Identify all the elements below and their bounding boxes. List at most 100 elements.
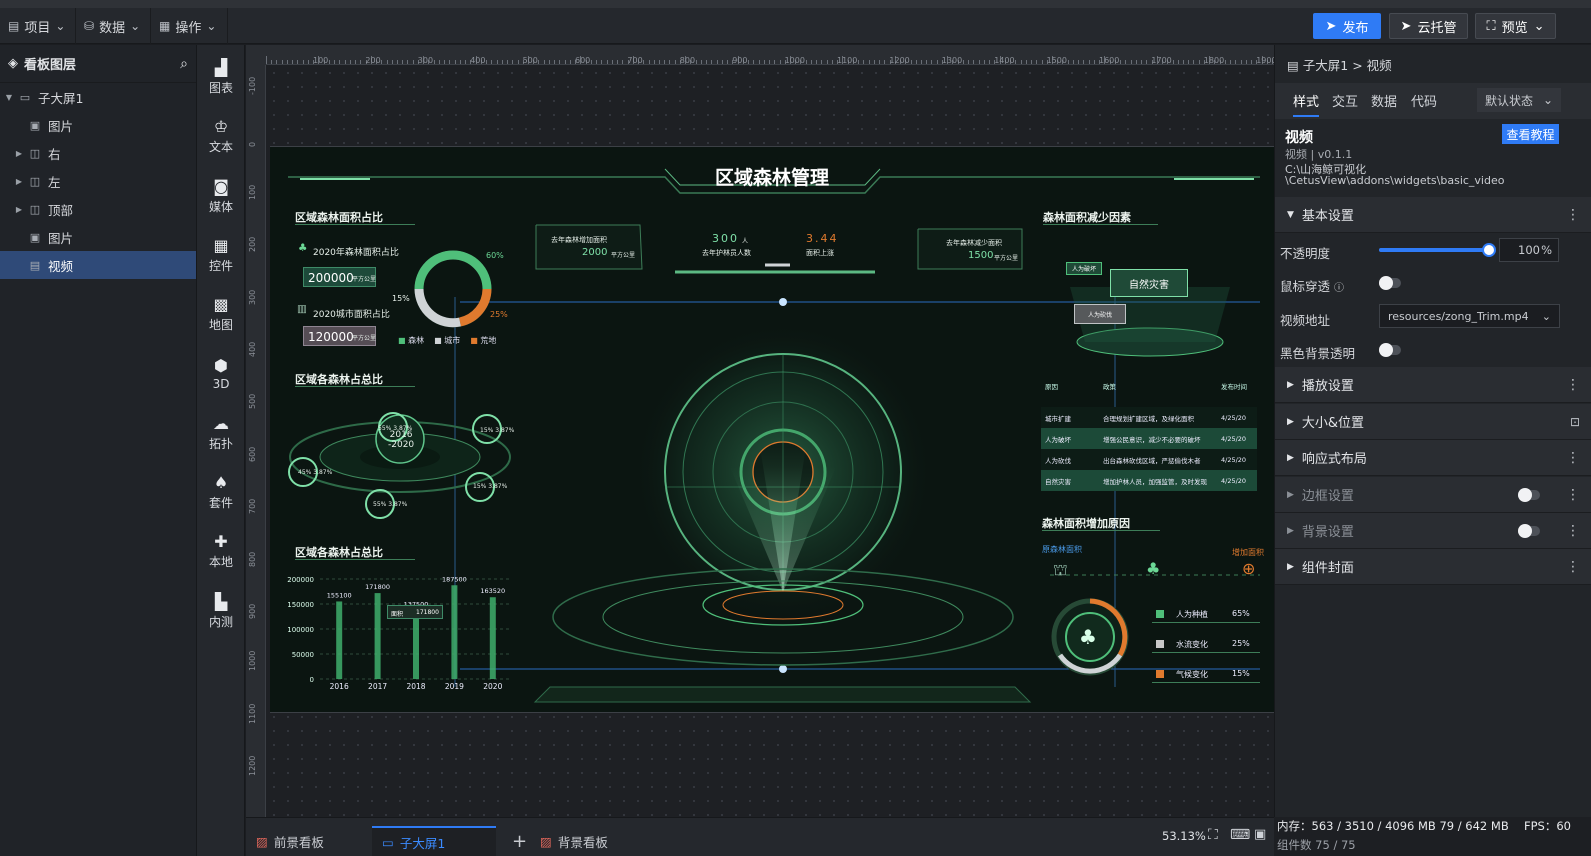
tool-topology[interactable]: ☁拓扑 (208, 413, 233, 451)
keyboard-icon[interactable]: ⌨ (1230, 827, 1251, 843)
kpi-people-unit: 人 (742, 238, 749, 245)
tool-puzzle[interactable]: ✚本地 (208, 532, 233, 570)
tab-background-board[interactable]: ▨ 背景看板 (540, 834, 608, 850)
bar[interactable] (374, 593, 381, 679)
ruler-tick-label: 0 (248, 142, 257, 148)
board-icon: ▨ (540, 834, 552, 849)
help-icon[interactable]: ⓘ (1334, 283, 1344, 294)
layer-item[interactable]: ▤视频 (0, 251, 196, 279)
menu-project[interactable]: ▤ 项目 ⌄ (0, 8, 76, 44)
table-cell: 城市扩建 (1045, 414, 1071, 423)
bar[interactable] (489, 597, 496, 679)
terminal-icon[interactable]: ▣ (1254, 827, 1267, 842)
border-toggle[interactable] (1518, 488, 1540, 502)
tab-data[interactable]: 数据 (1371, 95, 1398, 110)
ruler-tick-label: 1000 (784, 56, 805, 65)
fit-screen-icon[interactable]: ⛶ (1208, 827, 1218, 843)
ruler-tick-label: 600 (248, 446, 257, 462)
layer-item[interactable]: ▣图片 (0, 111, 196, 139)
x-tick-label: 2018 (406, 682, 425, 691)
tool-text[interactable]: ♔文本 (208, 117, 233, 155)
state-select[interactable]: 默认状态 ⌄ (1477, 88, 1561, 112)
fullscreen-icon: ⛶ (1486, 18, 1496, 34)
section-background[interactable]: ▶ 背景设置 ⋮ (1275, 513, 1591, 549)
menu-operation[interactable]: ▦ 操作 ⌄ (151, 8, 228, 44)
legend-name: 气候变化 (1176, 670, 1208, 679)
reduce-center-node: 自然灾害 (1110, 269, 1188, 297)
ruler-tick-label: 200 (365, 56, 381, 65)
table-cell: 增加护林人员，加强监管，及时发现 (1103, 477, 1207, 486)
section-border[interactable]: ▶ 边框设置 ⋮ (1275, 477, 1591, 513)
section-responsive[interactable]: ▶ 响应式布局 ⋮ (1275, 440, 1591, 476)
tab-code[interactable]: 代码 (1411, 95, 1438, 110)
video-url-select[interactable]: resources/zong_Trim.mp4 ⌄ (1379, 304, 1560, 328)
zoom-level[interactable]: 53.13% (1162, 829, 1206, 843)
background-toggle[interactable] (1518, 524, 1540, 538)
more-icon[interactable]: ⋮ (1566, 522, 1580, 539)
layer-item[interactable]: ▶◫左 (0, 167, 196, 195)
menu-data[interactable]: ⛁ 数据 ⌄ (76, 8, 151, 44)
tool-kit[interactable]: ♠套件 (208, 473, 233, 511)
caret-right-icon[interactable]: ▶ (15, 148, 23, 158)
tab-style[interactable]: 样式 (1293, 91, 1320, 117)
layer-item[interactable]: ▶◫顶部 (0, 195, 196, 223)
opacity-slider-fill (1379, 248, 1489, 252)
layer-item[interactable]: ▣图片 (0, 223, 196, 251)
forest-2020-label: 2020年森林面积占比 (313, 248, 399, 258)
section-cover[interactable]: ▶ 组件封面 ⋮ (1275, 549, 1591, 585)
opacity-slider-thumb[interactable] (1482, 243, 1496, 257)
layer-label: 子大屏1 (38, 90, 84, 106)
mouse-through-toggle[interactable] (1379, 276, 1401, 290)
tool-cube[interactable]: ⬢3D (212, 356, 230, 391)
tab-sub-screen[interactable]: ▭ 子大屏1 (372, 826, 496, 856)
opacity-input[interactable]: 100 % (1499, 238, 1559, 262)
caret-right-icon: ▶ (1287, 561, 1294, 572)
forest-value-box: 200000 平方公里 (303, 267, 376, 287)
legend-name: 人为种植 (1176, 610, 1208, 619)
section-play[interactable]: ▶ 播放设置 ⋮ (1275, 367, 1591, 403)
ruler-tick-label: 1300 (941, 56, 963, 65)
top-toolbar: ▤ 项目 ⌄ ⛁ 数据 ⌄ ▦ 操作 ⌄ ➤ 发布 ➤ 云托管 ⛶ 预览 ⌄ (0, 8, 1591, 44)
black-bg-toggle[interactable] (1379, 343, 1401, 357)
section-basic[interactable]: ▼ 基本设置 ⋮ (1275, 197, 1591, 233)
tool-map[interactable]: ▩地图 (208, 295, 233, 333)
tab-foreground-board[interactable]: ▨ 前景看板 (256, 834, 324, 850)
add-board-button[interactable]: + (512, 831, 528, 852)
tool-bar-chart[interactable]: ▟图表 (208, 58, 233, 95)
bar[interactable] (413, 610, 419, 679)
more-icon[interactable]: ⋮ (1566, 558, 1580, 575)
bar[interactable] (336, 601, 343, 679)
more-icon[interactable]: ⋮ (1566, 486, 1580, 503)
more-icon[interactable]: ⋮ (1566, 206, 1580, 223)
caret-down-icon[interactable]: ▼ (5, 92, 13, 102)
layer-item[interactable]: ▼▭子大屏1 (0, 83, 196, 111)
tutorial-button[interactable]: 查看教程 (1502, 124, 1559, 144)
table-header-cell: 政策 (1103, 383, 1116, 391)
section-size-position[interactable]: ▶ 大小&位置 ⊡ (1275, 404, 1591, 440)
mouse-through-label: 鼠标穿透 ⓘ (1280, 279, 1344, 294)
x-tick-label: 2016 (330, 682, 349, 691)
dashboard-screen[interactable]: 区域森林管理 区域森林面积占比 ♣ 2020年森林面积占比 200000 平方公… (270, 146, 1274, 713)
tool-beta[interactable]: ▙内测 (208, 591, 233, 629)
caret-right-icon[interactable]: ▶ (15, 204, 23, 214)
area-ratio-title: 区域森林面积占比 (295, 211, 383, 224)
tab-interaction[interactable]: 交互 (1332, 95, 1359, 110)
tree-icon: ♣ (1146, 559, 1161, 578)
more-icon[interactable]: ⋮ (1566, 376, 1580, 393)
tool-widget[interactable]: ▦控件 (208, 235, 233, 273)
kpi-right-label: 去年森林减少面积 (946, 239, 1002, 247)
caret-right-icon[interactable]: ▶ (15, 176, 23, 186)
bar[interactable] (451, 585, 458, 679)
tool-media[interactable]: ◙媒体 (208, 176, 233, 214)
cloud-host-button[interactable]: ➤ 云托管 (1389, 13, 1468, 39)
opacity-slider-track[interactable] (1379, 243, 1496, 257)
lock-icon[interactable]: ⊡ (1569, 414, 1580, 429)
search-icon[interactable]: ⌕ (180, 55, 188, 72)
preview-button[interactable]: ⛶ 预览 ⌄ (1475, 13, 1556, 39)
publish-button[interactable]: ➤ 发布 (1313, 13, 1381, 39)
layer-item[interactable]: ▶◫右 (0, 139, 196, 167)
component-path: \CetusView\addons\widgets\basic_video (1285, 174, 1505, 187)
more-icon[interactable]: ⋮ (1566, 449, 1580, 466)
